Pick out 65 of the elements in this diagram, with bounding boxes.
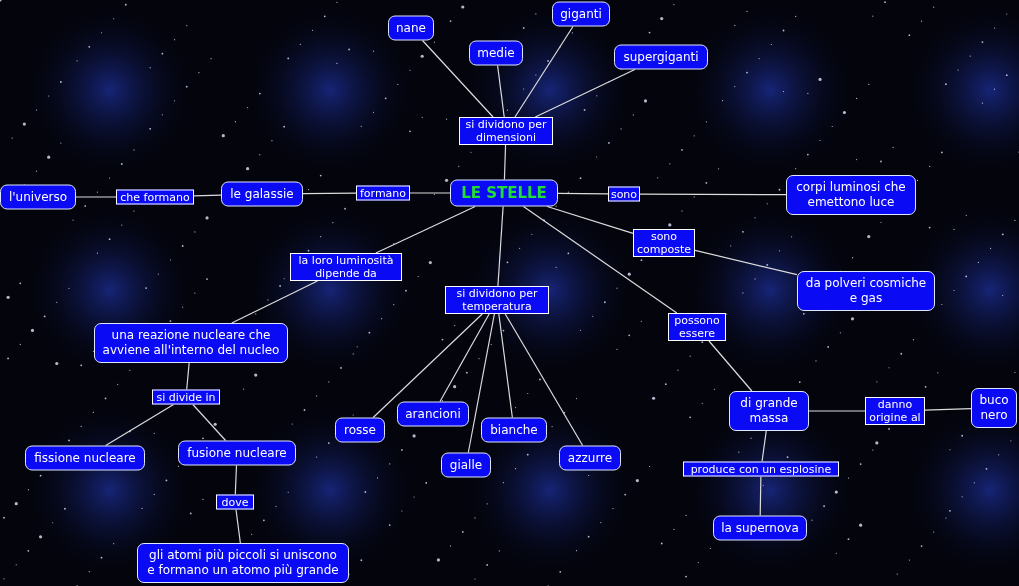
linking-phrase-box: possono essere [668, 313, 726, 341]
concept-box: buco nero [971, 388, 1017, 428]
connector-line [192, 403, 227, 442]
connector-line [372, 313, 483, 419]
connector-line [497, 64, 505, 118]
concept-box: supergiganti [614, 44, 708, 70]
connector-line [522, 205, 678, 314]
connector-line [759, 475, 762, 517]
concept-box: azzurre [559, 445, 621, 471]
concept-box: bianche [481, 417, 547, 443]
connector-line [497, 205, 504, 287]
connector-line [193, 194, 222, 197]
connector-line [75, 196, 117, 198]
concept-box: fissione nucleare [25, 445, 145, 471]
linking-phrase-box: formano [356, 185, 410, 201]
connector-line [375, 205, 476, 254]
concept-box: rosse [335, 417, 385, 443]
connector-line [546, 205, 634, 234]
concept-box: l'universo [0, 184, 76, 210]
linking-phrase-box: sono [608, 186, 640, 202]
connector-line [409, 192, 451, 194]
connector-line [439, 313, 490, 403]
connector-line [694, 249, 798, 276]
connector-line [504, 313, 584, 447]
concept-box: corpi luminosi che emettono luce [786, 175, 916, 215]
connector-line [534, 68, 636, 118]
main-concept-box: LE STELLE [450, 179, 558, 207]
concept-box: nane [388, 15, 434, 41]
linking-phrase-box: sono composte [633, 229, 695, 257]
connector-line [302, 192, 357, 195]
linking-phrase-box: che formano [116, 189, 194, 205]
linking-phrase-box: dove [216, 494, 254, 510]
concept-box: arancioni [397, 401, 469, 427]
connector-line [708, 340, 753, 392]
concept-box: da polveri cosmiche e gas [797, 271, 935, 311]
connector-line [467, 313, 495, 454]
connector-line [514, 25, 574, 118]
connector-line [421, 39, 494, 118]
connector-line [761, 430, 767, 463]
linking-phrase-box: danno origine al [865, 397, 925, 425]
linking-phrase-box: si dividono per dimensioni [459, 117, 553, 145]
concept-box: medie [469, 40, 523, 66]
concept-box: gialle [441, 452, 491, 478]
connector-line [557, 192, 609, 195]
connector-line [105, 403, 175, 447]
connector-line [234, 464, 238, 496]
concept-box: giganti [552, 1, 610, 27]
concept-box: la supernova [713, 515, 807, 541]
connector-line [498, 313, 513, 419]
connector-line [235, 508, 241, 544]
concept-box: le galassie [221, 181, 303, 207]
linking-phrase-box: si divide in [152, 389, 220, 405]
concept-box: di grande massa [729, 391, 809, 431]
concept-box: una reazione nucleare che avviene all'interno del nucleo [94, 323, 288, 363]
connector-line [231, 280, 319, 324]
concept-box: fusione nucleare [178, 440, 296, 466]
connector-line [808, 410, 866, 412]
connector-line [639, 193, 787, 196]
linking-phrase-box: si dividono per temperatura [445, 286, 549, 314]
connector-line [503, 144, 507, 181]
connector-line [924, 408, 972, 411]
linking-phrase-box: produce con un esplosine [683, 461, 839, 477]
linking-phrase-box: la loro luminosità dipende da [290, 253, 402, 281]
concept-box: gli atomi più piccoli si uniscono e formano un atomo più grande [137, 543, 349, 583]
connector-line [186, 362, 190, 391]
